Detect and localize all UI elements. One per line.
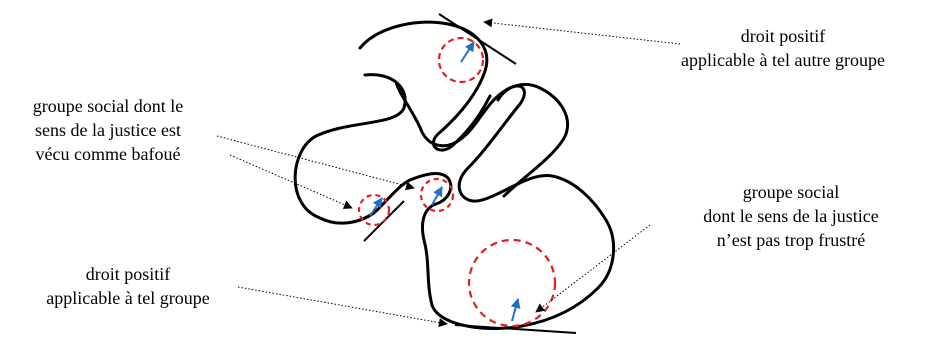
group-circle-bottom — [467, 238, 557, 328]
label-line: sens de la justice est — [35, 120, 181, 140]
pointer-left-to-middle-circle — [216, 135, 415, 191]
label-line: droit positif — [740, 26, 826, 46]
label-social-group-not-frustrated: groupe social dont le sens de la justice… — [662, 180, 920, 252]
pointer-right-middle — [535, 224, 651, 313]
blue-arrow-middle — [431, 186, 443, 206]
label-line: groupe social dont le — [32, 96, 184, 116]
label-line: applicable à tel groupe — [46, 288, 210, 308]
pointer-bottom-left — [237, 286, 448, 328]
label-line: n’est pas trop frustré — [716, 230, 866, 250]
blue-arrow-top — [460, 41, 475, 63]
territory-outline-upper — [358, 20, 492, 152]
label-line: applicable à tel autre groupe — [681, 50, 885, 70]
label-line: dont le sens de la justice — [703, 206, 879, 226]
territory-outline-finger — [496, 83, 569, 198]
group-circle-left — [357, 193, 391, 227]
blue-arrow-left — [369, 197, 383, 217]
label-line: vécu comme bafoué — [35, 144, 181, 164]
tangent-line-bottom — [454, 324, 577, 334]
label-line: groupe social — [742, 182, 840, 202]
pointer-left-to-left-circle — [229, 154, 353, 209]
blue-arrow-bottom — [510, 298, 521, 322]
label-social-group-flouted: groupe social dont le sens de la justice… — [2, 94, 214, 166]
label-positive-law-other-group: droit positif applicable à tel autre gro… — [648, 24, 918, 72]
label-positive-law-group: droit positif applicable à tel groupe — [20, 262, 236, 310]
group-circle-top — [437, 36, 485, 84]
pointer-top-right — [483, 18, 681, 45]
group-circle-middle — [419, 177, 455, 213]
tangent-line-top — [438, 13, 517, 65]
label-line: droit positif — [85, 264, 171, 284]
